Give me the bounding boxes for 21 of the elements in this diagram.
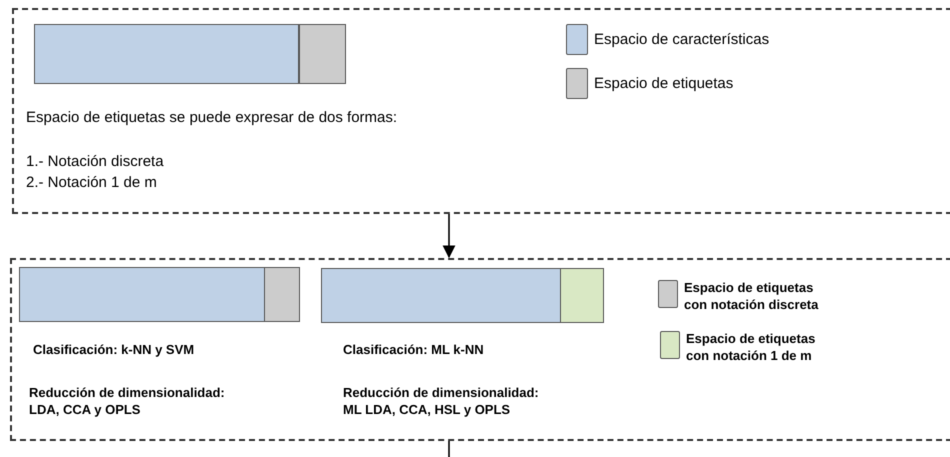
list-item: 1.- Notación discreta (26, 152, 164, 172)
legend-text: Espacio de etiquetas con notación discreta (684, 280, 820, 314)
legend-text: Espacio de etiquetas con notación 1 de m (686, 331, 816, 365)
label-bar (299, 24, 346, 84)
dashed-panel (12, 8, 950, 214)
method-text: Clasificación: ML k-NN (343, 342, 485, 359)
arrow (442, 214, 456, 258)
feature-bar (34, 24, 299, 84)
legend-text: Espacio de etiquetas (594, 74, 734, 94)
method-text: Reducción de dimensionalidad: ML LDA, CCA, HSL y OPLS (343, 385, 540, 419)
method-text: Clasificación: k-NN y SVM (33, 342, 196, 359)
connector-line (448, 441, 450, 457)
feature-bar (321, 268, 562, 323)
list-item: 2.- Notación 1 de m (26, 173, 157, 192)
method-text: Reducción de dimensionalidad: LDA, CCA y OPLS (29, 385, 226, 419)
label-bar (560, 268, 604, 323)
feature-bar (19, 267, 266, 322)
label-bar (264, 267, 300, 322)
description-text: Espacio de etiquetas se puede expresar de dos formas: (26, 108, 398, 128)
dashed-panel (10, 258, 950, 441)
legend-text: Espacio de características (594, 30, 770, 50)
